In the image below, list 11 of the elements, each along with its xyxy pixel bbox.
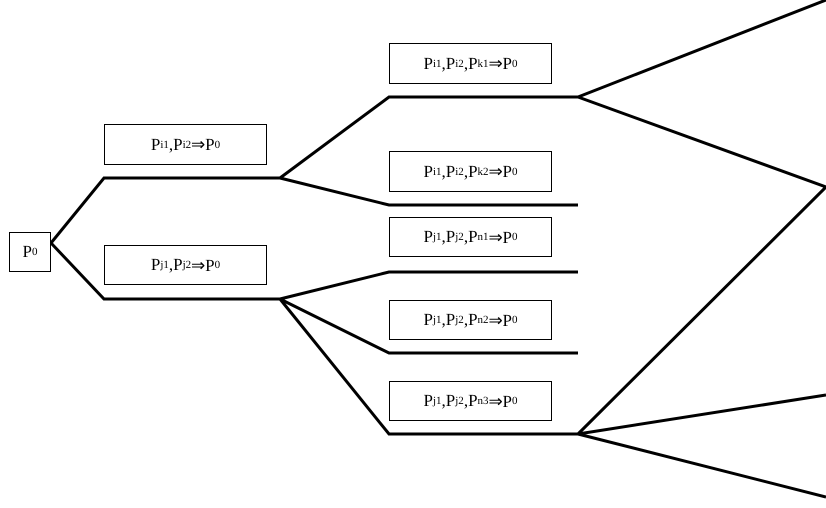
- branch-line: [280, 176, 578, 206]
- branch-line: [578, 394, 826, 436]
- branch-line: [280, 270, 578, 300]
- branch-line: [577, 96, 826, 188]
- branch-line: [50, 242, 280, 300]
- branch-line: [279, 96, 578, 180]
- branch-line: [577, 0, 826, 98]
- branch-line: [578, 432, 826, 498]
- branch-line: [576, 186, 826, 436]
- branch-line: [50, 176, 280, 244]
- branch-line: [278, 298, 578, 436]
